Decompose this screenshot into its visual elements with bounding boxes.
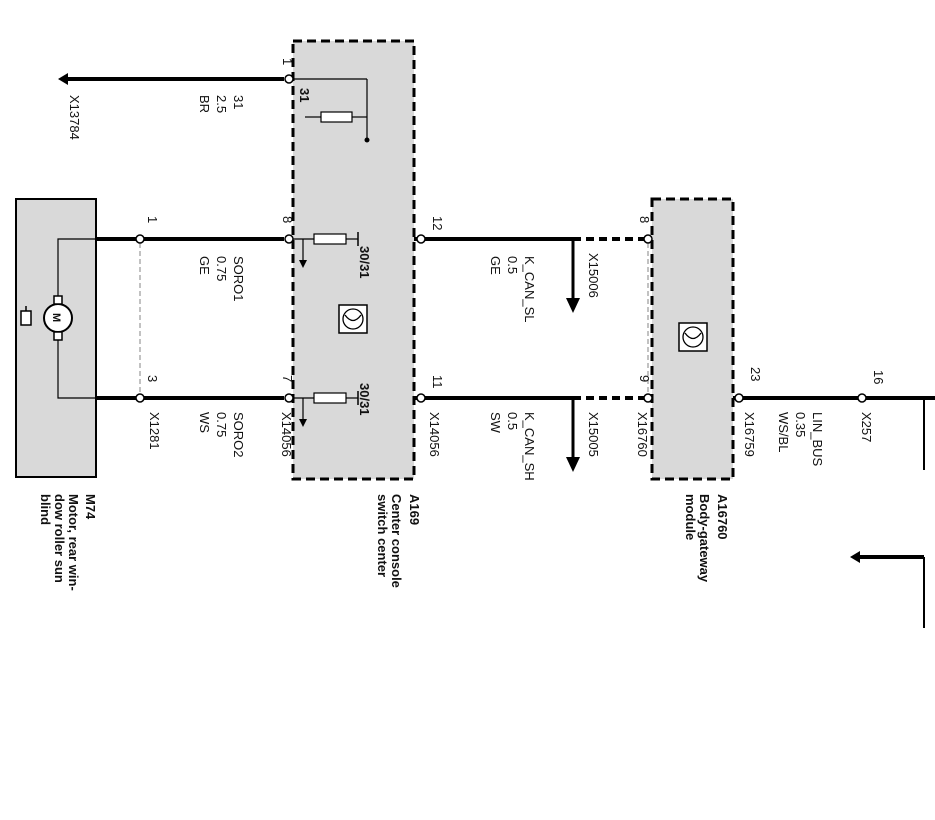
soro1-right-pin: 8 bbox=[280, 216, 295, 223]
lin-left-connector: X16759 bbox=[742, 412, 757, 457]
kcan-sh-gauge: 0.5 bbox=[505, 412, 520, 430]
kcan-sl-right-pin: 8 bbox=[637, 216, 652, 223]
lin-left-pin: 23 bbox=[748, 367, 763, 381]
kcan-sh-drop-connector: X15005 bbox=[586, 412, 601, 457]
kcan-sh-left-connector: X14056 bbox=[427, 412, 442, 457]
motor-desc-3: blind bbox=[38, 494, 53, 525]
motor-desc-1: Motor, rear win- bbox=[66, 494, 81, 591]
soro2-right-pin: 7 bbox=[280, 375, 295, 382]
lin-bus-wire bbox=[733, 393, 935, 470]
soro2-signal: SORO2 bbox=[231, 412, 246, 458]
kcan-sl-signal: K_CAN_SL bbox=[522, 256, 537, 322]
center-console-code: A169 bbox=[407, 494, 422, 525]
ground-color: BR bbox=[197, 95, 212, 113]
kcan-sh-signal: K_CAN_SH bbox=[522, 412, 537, 481]
ground-gauge: 2.5 bbox=[214, 95, 229, 113]
soro2-left-connector: X1281 bbox=[147, 412, 162, 450]
motor-code: M74 bbox=[83, 494, 98, 520]
center-console-box bbox=[291, 39, 416, 481]
soro2-left-pin: 3 bbox=[145, 375, 160, 382]
ground-inner-label: 31 bbox=[297, 88, 312, 102]
lin-color: WS/BL bbox=[776, 412, 791, 452]
lin-right-connector: X257 bbox=[859, 412, 874, 442]
gateway-code: A16760 bbox=[715, 494, 730, 540]
kcan-sh-right-connector: X16760 bbox=[635, 412, 650, 457]
kcan-sl-color: GE bbox=[488, 256, 503, 275]
soro1-internal-resistor bbox=[293, 232, 359, 268]
continuation-wire bbox=[850, 551, 925, 628]
center-console-ground-internal bbox=[293, 78, 370, 143]
lin-signal: LIN_BUS bbox=[810, 412, 825, 467]
center-console-desc-2: switch center bbox=[375, 494, 390, 577]
kcan-sh-left-pin: 11 bbox=[430, 375, 445, 389]
ground-signal: 31 bbox=[231, 95, 246, 109]
lin-right-pin: 16 bbox=[871, 370, 886, 384]
soro1-inner-label: 30/31 bbox=[357, 246, 372, 279]
gateway-bus-icon bbox=[678, 322, 708, 352]
lin-gauge: 0.35 bbox=[793, 412, 808, 437]
kcan-sl-gauge: 0.5 bbox=[505, 256, 520, 274]
soro2-right-connector: X14056 bbox=[279, 412, 294, 457]
soro1-left-pin: 1 bbox=[145, 216, 160, 223]
soro1-gauge: 0.75 bbox=[214, 256, 229, 281]
kcan-sh-right-pin: 9 bbox=[637, 375, 652, 382]
kcan-sl-wire bbox=[414, 234, 653, 313]
kcan-sl-drop-connector: X15006 bbox=[586, 253, 601, 298]
soro2-wire bbox=[96, 393, 294, 403]
soro2-internal-resistor bbox=[293, 391, 359, 427]
center-console-desc-1: Center console bbox=[389, 494, 404, 588]
gateway-desc-2: module bbox=[683, 494, 698, 540]
motor-symbol-label: M bbox=[50, 313, 62, 322]
ground-connector: X13784 bbox=[67, 95, 82, 140]
ground-pin-1: 1 bbox=[280, 58, 295, 65]
soro1-signal: SORO1 bbox=[231, 256, 246, 302]
soro1-color: GE bbox=[197, 256, 212, 275]
kcan-sh-wire bbox=[414, 393, 653, 472]
kcan-sh-color: SW bbox=[488, 412, 503, 434]
ground-wire bbox=[58, 73, 294, 85]
kcan-sl-left-pin: 12 bbox=[430, 216, 445, 230]
gateway-desc-1: Body-gateway bbox=[697, 494, 712, 583]
soro2-color: WS bbox=[197, 412, 212, 433]
soro2-gauge: 0.75 bbox=[214, 412, 229, 437]
soro1-wire bbox=[96, 234, 294, 244]
soro2-inner-label: 30/31 bbox=[357, 383, 372, 416]
center-console-bus-icon bbox=[338, 304, 368, 334]
motor-desc-2: dow roller sun bbox=[52, 494, 67, 583]
